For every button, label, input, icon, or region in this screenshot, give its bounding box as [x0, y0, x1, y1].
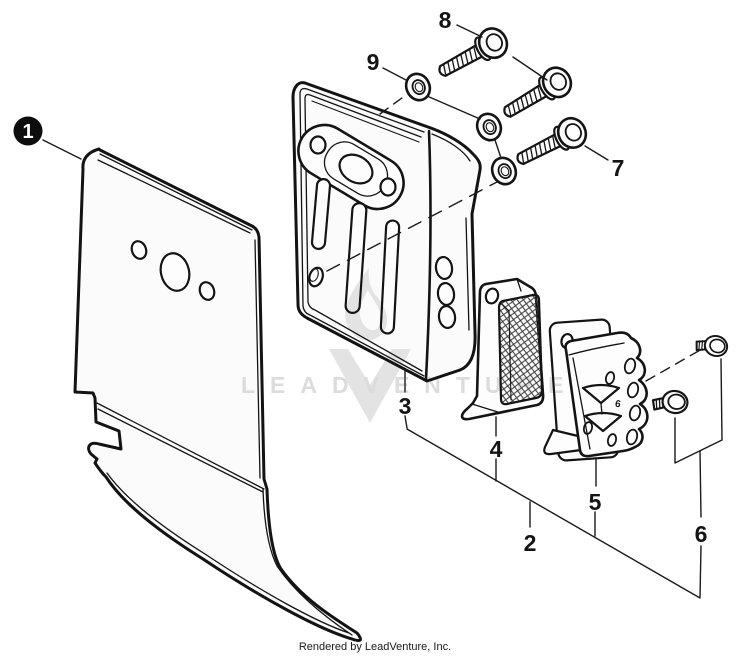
footer-credit: Rendered by LeadVenture, Inc. — [298, 641, 452, 653]
washer — [471, 108, 507, 146]
part-muffler-body — [291, 81, 482, 383]
exhaust-arrow-down — [583, 411, 623, 433]
axis-dash-flange — [379, 94, 407, 115]
washer-chain-line — [426, 95, 502, 159]
flange-bolt-hole-right — [379, 177, 397, 197]
screen-plate-hole — [484, 287, 500, 305]
muffler-face-edge — [424, 129, 432, 381]
exhaust-arrow-down — [581, 383, 621, 405]
bolt — [650, 386, 691, 417]
leader-8 — [456, 24, 548, 81]
cover-hole-small-left — [130, 240, 148, 260]
assembly-diagonal-2 — [406, 428, 701, 599]
screw — [496, 61, 578, 128]
screw — [509, 112, 593, 176]
callout-8[interactable]: 8 — [439, 7, 452, 33]
bolt — [693, 329, 731, 360]
part-cover-plate — [73, 147, 362, 642]
leader-7 — [584, 145, 609, 161]
leader-9 — [382, 67, 407, 81]
part-spark-arrestor-screen — [460, 277, 545, 421]
svg-text:1: 1 — [22, 121, 33, 143]
flange-port-oval — [338, 153, 374, 185]
callout-7[interactable]: 7 — [612, 155, 625, 181]
deflector-cast-marking: 6 — [614, 399, 622, 411]
callout-5[interactable]: 5 — [589, 489, 602, 515]
washer — [400, 68, 436, 106]
callout-6[interactable]: 6 — [695, 521, 708, 547]
leader-5 — [594, 457, 597, 537]
callout-4[interactable]: 4 — [490, 436, 503, 462]
part-screws-upper — [431, 22, 578, 128]
flange-bolt-hole-left — [309, 135, 327, 155]
cover-hole-center — [159, 252, 191, 292]
cover-hole-small-right — [198, 281, 216, 301]
part-screw-lower — [509, 112, 593, 176]
screen-mesh — [497, 293, 544, 406]
callout-2[interactable]: 2 — [524, 530, 537, 556]
callout-1[interactable]: 1 — [13, 116, 43, 146]
axis-dash-muffler — [326, 181, 498, 272]
part-bolts — [650, 329, 731, 417]
callout-9[interactable]: 9 — [367, 49, 380, 75]
leader-6 — [674, 358, 723, 598]
cover-outline — [73, 147, 362, 642]
louver-slot — [310, 178, 332, 250]
part-exhaust-deflector: 6 — [543, 318, 649, 462]
axis-dash-deflector — [645, 348, 703, 382]
washer — [486, 152, 522, 190]
callout-1-badge — [13, 116, 43, 146]
leader-1 — [42, 139, 82, 160]
deflector-foot — [543, 428, 583, 456]
leader-lines — [42, 24, 723, 599]
callout-3[interactable]: 3 — [399, 393, 412, 419]
